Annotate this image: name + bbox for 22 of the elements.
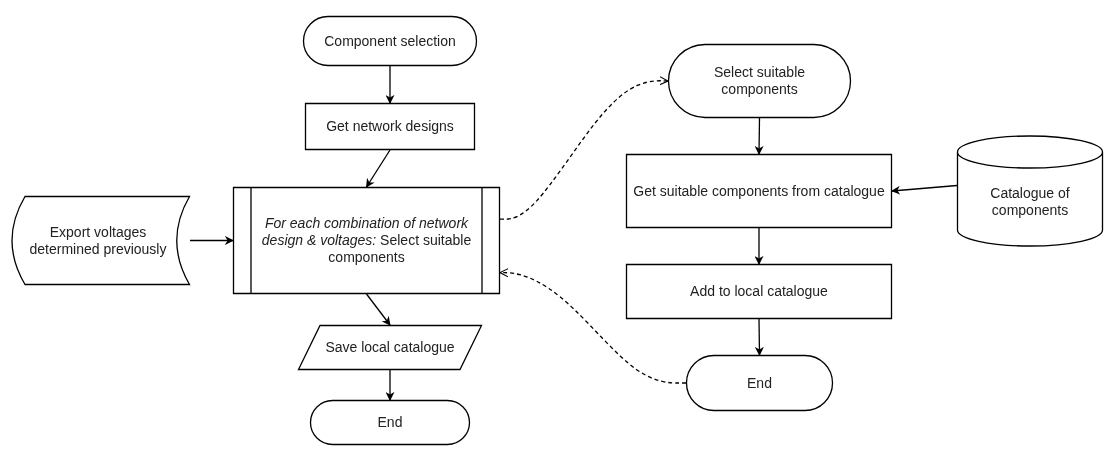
arrow xyxy=(365,149,391,188)
node-label: Catalogue of components xyxy=(989,185,1071,219)
node-label: Get suitable components from catalogue xyxy=(633,182,885,200)
arrow xyxy=(385,369,395,401)
arrow xyxy=(754,318,764,356)
node-label: Select suitable components xyxy=(712,64,807,98)
node-label: Save local catalogue xyxy=(325,339,455,356)
node-label: Add to local catalogue xyxy=(690,283,828,300)
node-label: End xyxy=(377,414,403,431)
arrow xyxy=(365,293,391,326)
arrow xyxy=(385,65,395,104)
arrow xyxy=(499,268,687,384)
node-label: For each combination of network design & voltages: Select suitable components xyxy=(260,215,473,266)
arrow xyxy=(891,184,958,195)
node-label: Get network designs xyxy=(326,118,454,135)
node-label: Component selection xyxy=(324,32,456,50)
arrow xyxy=(499,76,669,220)
arrow xyxy=(754,227,764,265)
node-label: Export voltages determined previously xyxy=(28,223,168,258)
arrow xyxy=(754,117,764,155)
arrow xyxy=(189,236,234,245)
node-label: End xyxy=(747,374,772,392)
